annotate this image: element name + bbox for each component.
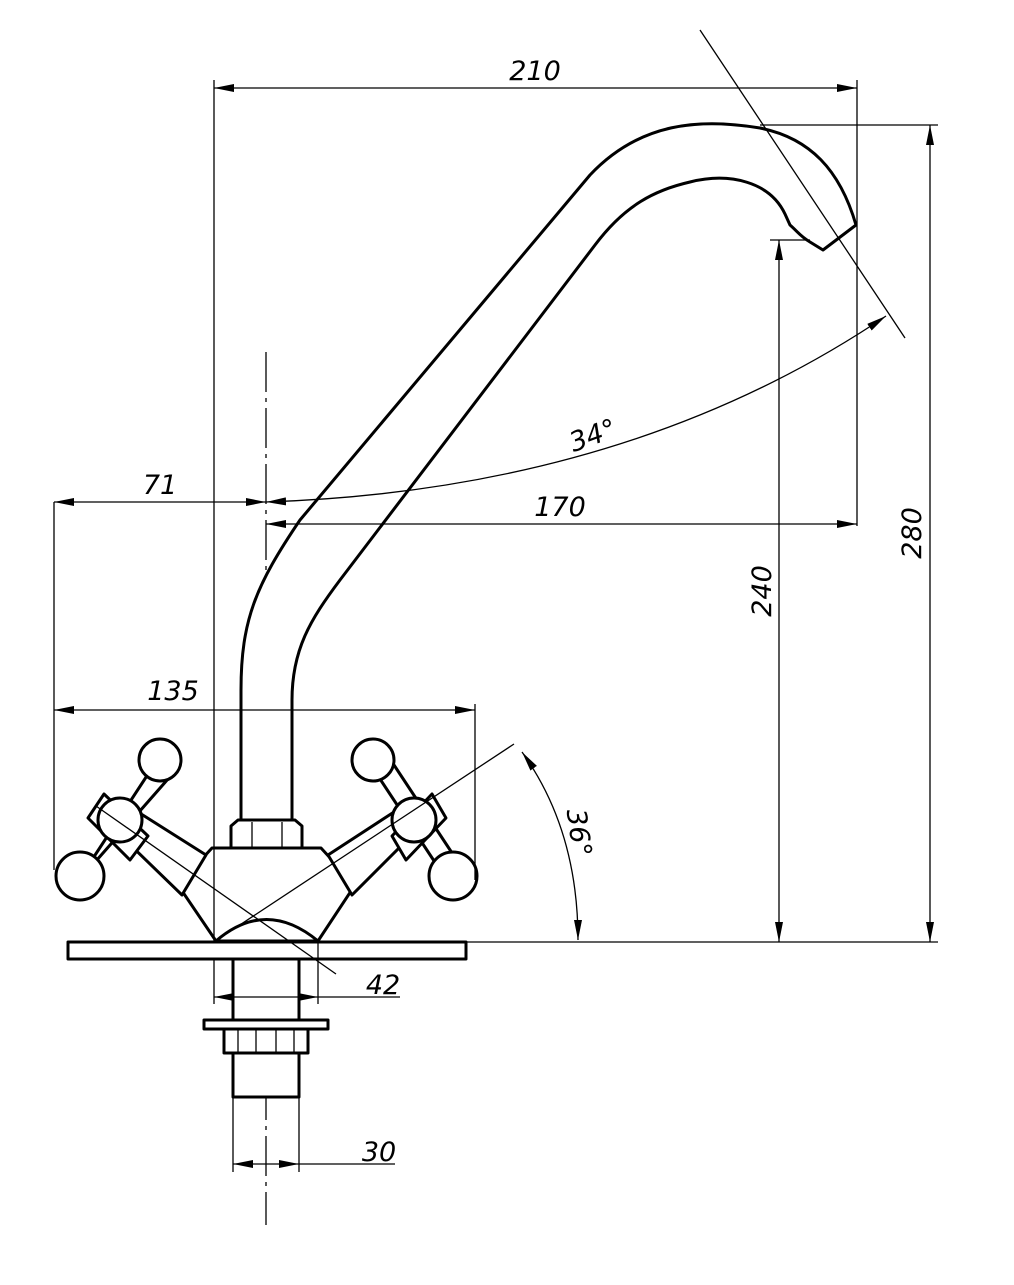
dim-shank-diameter: 30	[232, 1097, 396, 1172]
handle-axis-line-right	[213, 743, 515, 943]
dim-spout-top-height: 280	[466, 124, 938, 943]
right-bottom-knob	[427, 850, 479, 902]
dim-left-handle-offset-label: 71	[143, 470, 177, 501]
dim-base-diameter: 42	[213, 941, 400, 1004]
dim-handle-angle: 36°	[521, 751, 597, 941]
spout-nut	[229, 818, 304, 850]
mounting-nut	[222, 1027, 310, 1055]
left-top-knob	[137, 737, 183, 783]
deck-plate	[66, 940, 468, 961]
right-handle-cross	[350, 737, 479, 902]
dim-base-diameter-label: 42	[366, 970, 400, 1001]
dim-spout-outlet-height-label: 240	[747, 565, 778, 617]
spout-axis-line	[699, 29, 906, 339]
right-top-knob	[350, 737, 396, 783]
dim-left-handle-offset: 71	[53, 470, 266, 870]
left-bottom-knob	[54, 850, 106, 902]
dim-spout-top-height-label: 280	[897, 507, 928, 559]
dim-overall-reach-label: 210	[509, 56, 561, 87]
dim-handle-span: 135	[54, 676, 476, 880]
left-handle-cross	[54, 737, 183, 902]
dim-spout-angle-label: 34°	[565, 413, 621, 458]
spout	[239, 122, 858, 824]
faucet-body	[176, 846, 357, 943]
faucet-outline	[54, 122, 858, 1099]
dim-handle-span-label: 135	[147, 676, 199, 707]
dim-overall-reach: 210	[213, 56, 858, 942]
dim-shank-diameter-label: 30	[362, 1137, 396, 1168]
dim-handle-angle-label: 36°	[560, 807, 597, 859]
handle-axis-line-left	[95, 805, 337, 975]
dim-spout-reach-label: 170	[534, 492, 586, 523]
dim-spout-outlet-height: 240	[747, 239, 810, 942]
